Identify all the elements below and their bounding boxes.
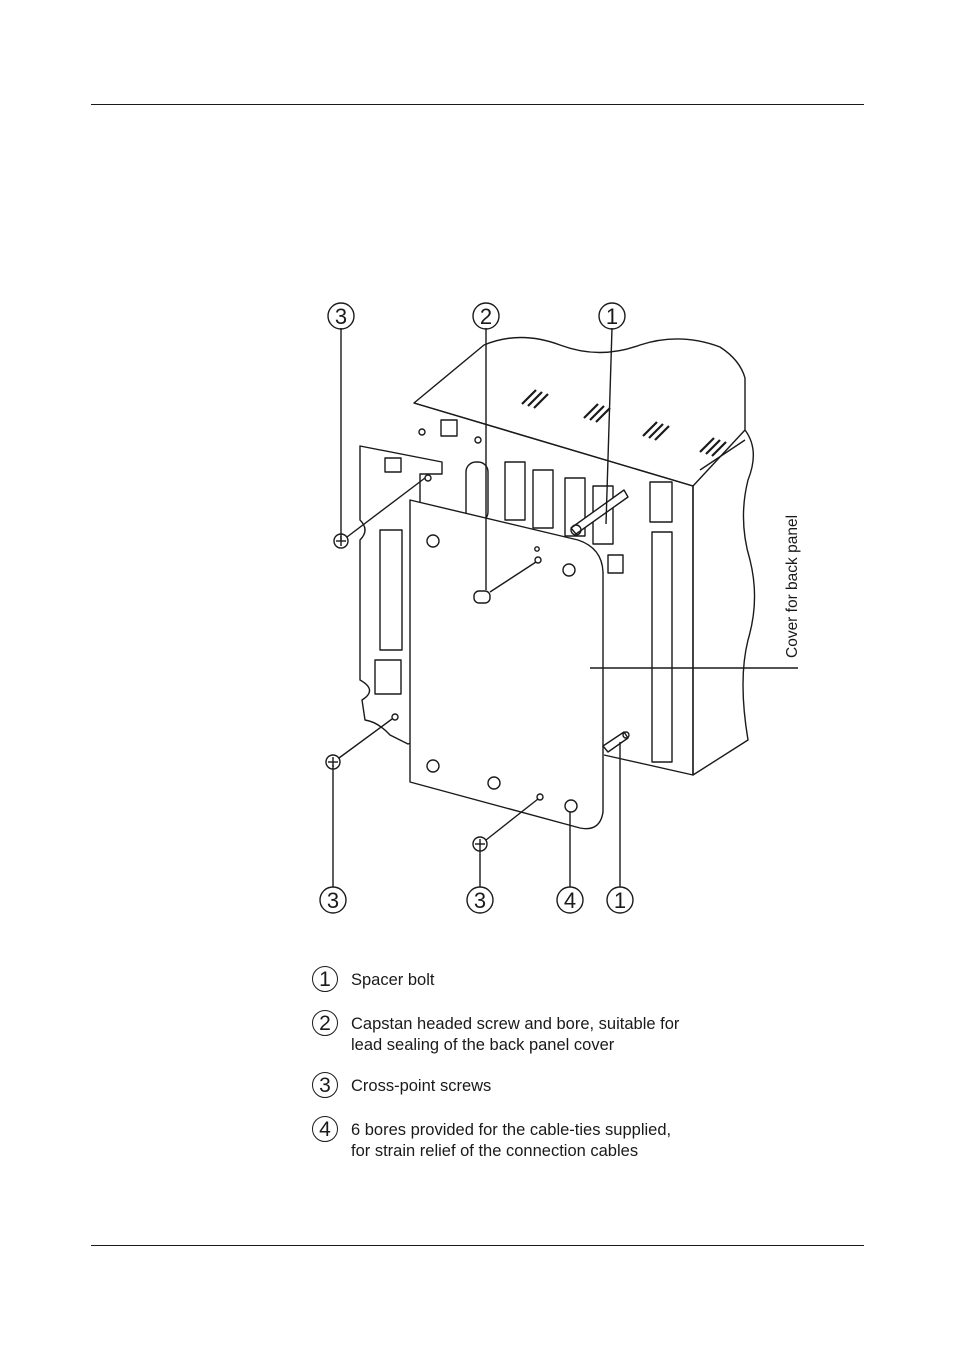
legend: 1 Spacer bolt 2 Capstan headed screw and… [312, 966, 742, 1178]
legend-text: Spacer bolt [351, 966, 742, 991]
legend-item: 1 Spacer bolt [312, 966, 742, 994]
callout-1-top: 1 [606, 304, 618, 329]
callout-3-top: 3 [335, 304, 347, 329]
legend-number-badge: 1 [312, 966, 338, 992]
footer-rule [91, 1245, 864, 1246]
callout-4-bottom: 4 [564, 888, 576, 913]
legend-number-badge: 2 [312, 1010, 338, 1036]
legend-number-badge: 3 [312, 1072, 338, 1098]
legend-text: Cross-point screws [351, 1072, 742, 1097]
legend-text: Capstan headed screw and bore, suitable … [351, 1010, 742, 1056]
callout-3-bottom-left: 3 [327, 888, 339, 913]
legend-number-badge: 4 [312, 1116, 338, 1142]
legend-item: 3 Cross-point screws [312, 1072, 742, 1100]
legend-text: 6 bores provided for the cable-ties supp… [351, 1116, 742, 1162]
callout-2-top: 2 [480, 304, 492, 329]
legend-item: 4 6 bores provided for the cable-ties su… [312, 1116, 742, 1162]
cover-side-label: Cover for back panel [784, 515, 801, 658]
legend-item: 2 Capstan headed screw and bore, suitabl… [312, 1010, 742, 1056]
callout-3-bottom-middle: 3 [474, 888, 486, 913]
callout-1-bottom: 1 [614, 888, 626, 913]
